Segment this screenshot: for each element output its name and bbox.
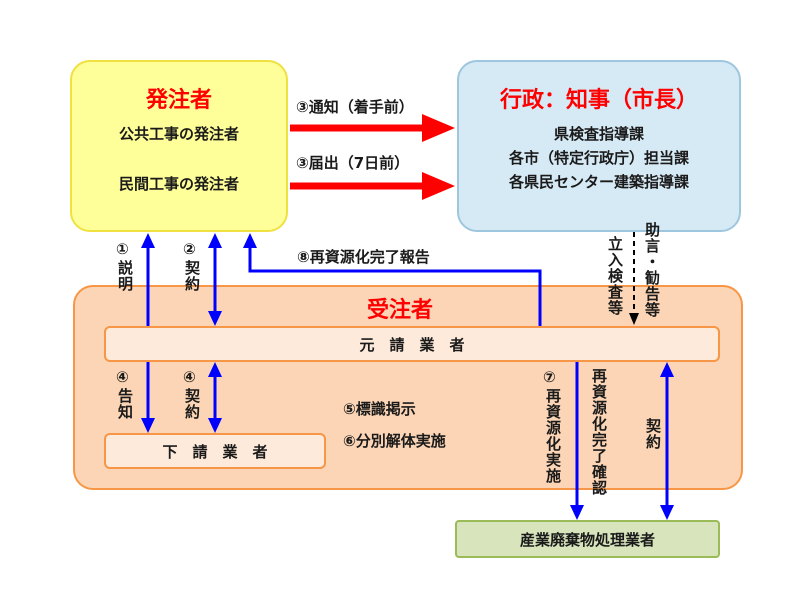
waste-contract-arrow bbox=[660, 362, 674, 520]
contract4-number: ④ bbox=[183, 368, 196, 386]
government-line1: 県検査指導課 bbox=[553, 125, 644, 143]
completion-report-arrow bbox=[243, 233, 542, 326]
waste-handler-box bbox=[455, 520, 720, 558]
explain-arrow bbox=[141, 233, 155, 326]
advice-label: 助言・勧告等 bbox=[643, 222, 661, 318]
inspection-arrow bbox=[629, 232, 639, 325]
recycle-label: 再資源化実施 bbox=[544, 388, 562, 484]
orderer-box bbox=[70, 60, 288, 232]
completion-report-label: ⑧再資源化完了報告 bbox=[297, 248, 430, 266]
inspection-label: 立入検査等 bbox=[606, 236, 624, 316]
subcontractor-label: 下 請 業 者 bbox=[162, 443, 268, 461]
sign-label: ⑤標識掲示 bbox=[343, 400, 416, 418]
contract-arrow bbox=[208, 233, 222, 326]
government-box bbox=[457, 60, 741, 232]
separate-label: ⑥分別解体実施 bbox=[343, 432, 446, 450]
waste-handler-label: 産業廃棄物処理業者 bbox=[519, 531, 655, 549]
notify-label: ③通知（着手前） bbox=[296, 98, 414, 116]
prime-contractor-box bbox=[104, 326, 720, 362]
contract-number: ② bbox=[183, 240, 196, 258]
notify-arrow bbox=[290, 114, 455, 142]
contract-label: 契約 bbox=[183, 260, 201, 292]
recycle-arrow bbox=[570, 362, 584, 520]
contract4-label: 契約 bbox=[183, 388, 201, 420]
report-label: ③届出（7日前） bbox=[296, 154, 410, 172]
contractor-title: 受注者 bbox=[366, 298, 433, 323]
government-line3: 各県民センター建築指導課 bbox=[508, 173, 689, 191]
recycle-number: ⑦ bbox=[543, 368, 556, 386]
orderer-title: 発注者 bbox=[145, 88, 212, 113]
notice-number: ④ bbox=[116, 368, 129, 386]
report-arrow bbox=[290, 172, 455, 200]
explain-number: ① bbox=[116, 240, 129, 258]
confirm-label: 再資源化完了確認 bbox=[590, 368, 608, 496]
contract4-arrow bbox=[208, 362, 222, 433]
notice-label: 告知 bbox=[116, 388, 134, 420]
waste-contract-label: 契約 bbox=[644, 418, 662, 450]
explain-label: 説明 bbox=[116, 260, 134, 292]
government-line2: 各市（特定行政庁）担当課 bbox=[508, 149, 689, 167]
subcontractor-box bbox=[104, 433, 326, 469]
government-title: 行政：知事（市長） bbox=[499, 88, 698, 113]
orderer-public: 公共工事の発注者 bbox=[118, 125, 239, 143]
prime-contractor-label: 元 請 業 者 bbox=[359, 336, 465, 354]
orderer-private: 民間工事の発注者 bbox=[118, 175, 239, 193]
notice-arrow bbox=[141, 362, 155, 433]
